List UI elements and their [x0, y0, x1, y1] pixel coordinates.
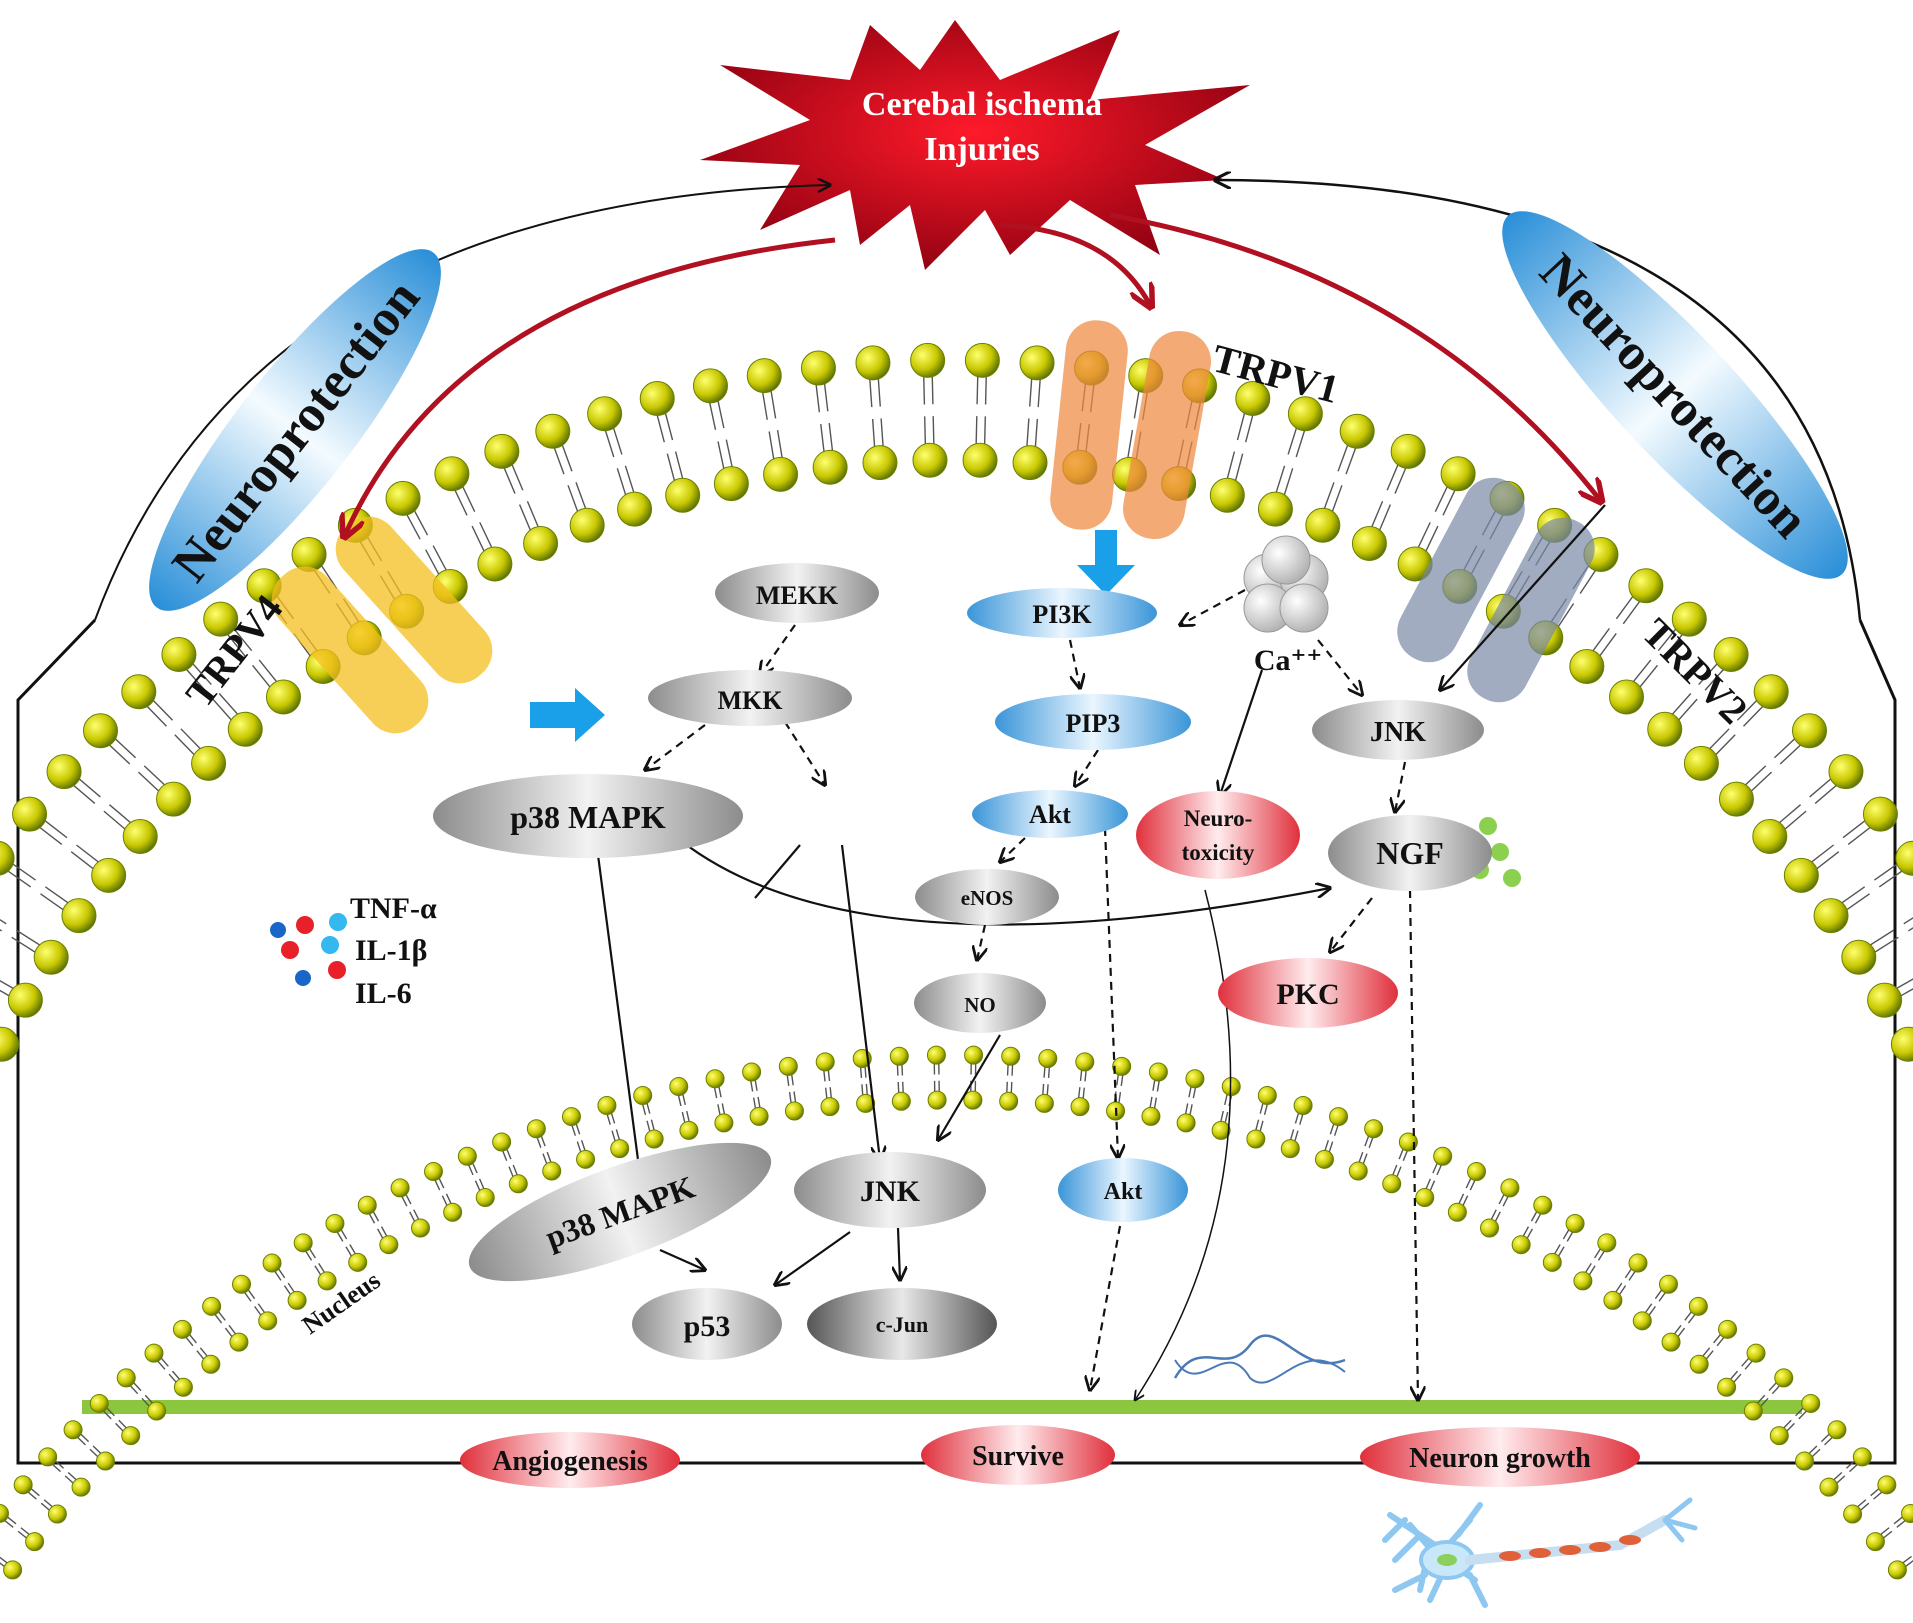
neuroprotection-right: Neuroprotection — [1502, 211, 1848, 579]
arrow-ca-pi3k — [1180, 589, 1246, 625]
svg-text:MEKK: MEKK — [756, 581, 839, 610]
node-neurotoxicity: Neuro- toxicity — [1136, 791, 1300, 879]
trpv1-label: TRPV1 — [1208, 335, 1344, 412]
arrow-no-nucjnk — [938, 1034, 1001, 1140]
arrow-enos-no — [977, 924, 985, 960]
svg-text:Akt: Akt — [1104, 1179, 1143, 1205]
svg-text:Akt: Akt — [1029, 800, 1071, 829]
arrow-nucjnk-cjun — [898, 1227, 900, 1280]
arrow-mekk-mkk — [760, 624, 796, 675]
nuclear-membrane — [0, 1045, 1913, 1580]
arrow-pip3-akt — [1075, 749, 1099, 786]
node-pkc: PKC — [1218, 958, 1398, 1028]
arrow-ca-jnk — [1317, 639, 1362, 695]
svg-text:toxicity: toxicity — [1182, 840, 1255, 865]
red-arrow-trpv1 — [999, 222, 1150, 305]
arrow-akt-enos — [1000, 837, 1026, 862]
arrow-p38-ngf — [679, 839, 1330, 926]
arrow-neurotox-baseline — [1135, 889, 1232, 1400]
red-arrow-trpv4 — [345, 237, 836, 535]
svg-text:p38 MAPK: p38 MAPK — [510, 799, 666, 835]
outcome-survive: Survive — [921, 1425, 1115, 1485]
inhibit-bar — [754, 844, 801, 899]
trpv2-channel — [1397, 477, 1595, 703]
svg-text:Angiogenesis: Angiogenesis — [492, 1446, 648, 1477]
svg-text:Neuro-: Neuro- — [1184, 806, 1253, 831]
arrow-mkk-p38 — [645, 724, 706, 770]
arrow-nucjnk-p53 — [775, 1231, 851, 1285]
svg-text:PIP3: PIP3 — [1066, 709, 1121, 738]
svg-text:MKK: MKK — [718, 686, 784, 715]
svg-text:NO: NO — [964, 993, 996, 1017]
svg-text:JNK: JNK — [860, 1175, 921, 1208]
arrow-pi3k-pip3 — [1068, 639, 1080, 688]
arrow-p38-nucp38 — [596, 854, 640, 1175]
outcome-angiogenesis: Angiogenesis — [460, 1432, 680, 1488]
injury-title-line2: Injuries — [924, 131, 1039, 168]
svg-text:JNK: JNK — [1370, 717, 1426, 748]
arrow-ngf-pkc — [1330, 897, 1373, 952]
injury-title-line1: Cerebal ischema — [862, 86, 1102, 123]
svg-text:c-Jun: c-Jun — [876, 1312, 929, 1337]
red-arrow-trpv2 — [1109, 212, 1600, 500]
node-jnk: JNK — [1312, 700, 1484, 760]
svg-text:eNOS: eNOS — [961, 886, 1014, 910]
dna-icon — [1173, 1334, 1346, 1379]
cell-membrane — [0, 342, 1913, 1062]
arrow-ngf-baseline — [1408, 889, 1418, 1400]
svg-text:Survive: Survive — [972, 1441, 1064, 1472]
cytokine-il6: IL-6 — [355, 977, 412, 1010]
node-pi3k: PI3K — [967, 588, 1157, 638]
arrow-nucakt-baseline — [1090, 1225, 1122, 1390]
node-nuc-akt: Akt — [1058, 1158, 1188, 1222]
cytokine-tnf: TNF-α — [350, 892, 437, 925]
nucleus-label: Nucleus — [297, 1266, 386, 1340]
calcium-label: Ca⁺⁺ — [1254, 644, 1322, 677]
dna-baseline — [82, 1400, 1802, 1414]
arrow-trpv2-jnk — [1440, 504, 1606, 690]
svg-text:PI3K: PI3K — [1032, 600, 1092, 629]
svg-text:PKC: PKC — [1276, 978, 1339, 1011]
cytokine-il1: IL-1β — [355, 934, 427, 967]
node-nuc-jnk: JNK — [794, 1152, 986, 1228]
node-enos: eNOS — [915, 869, 1059, 925]
cytokine-dots — [270, 913, 347, 986]
trpv1-channel — [1050, 320, 1212, 540]
node-ngf: NGF — [1328, 815, 1492, 891]
feedback-arrow-right — [1215, 180, 1862, 621]
node-mkk: MKK — [648, 670, 852, 726]
node-p38-mapk: p38 MAPK — [433, 774, 743, 858]
svg-text:NGF: NGF — [1376, 835, 1444, 871]
injury-starburst — [700, 20, 1250, 270]
arrow-mkk-jnkpath — [784, 721, 825, 785]
node-akt: Akt — [972, 790, 1128, 838]
arrow-ca-neurotox — [1220, 669, 1264, 795]
cyan-arrow-trpv1 — [1077, 530, 1135, 595]
node-no: NO — [914, 973, 1046, 1033]
node-cjun: c-Jun — [807, 1288, 997, 1360]
arrow-nucp38-p53 — [659, 1248, 705, 1270]
trpv4-channel — [271, 516, 493, 734]
arrow-mkk-nucjnk — [840, 844, 880, 1160]
arrow-jnk-ngf — [1395, 761, 1407, 812]
calcium-cluster — [1243, 535, 1329, 633]
outcome-neuron-growth: Neuron growth — [1360, 1427, 1640, 1487]
svg-text:Neuron growth: Neuron growth — [1409, 1443, 1591, 1474]
neuroprotection-right-label: Neuroprotection — [1529, 243, 1820, 549]
cyan-arrow-trpv4 — [530, 688, 605, 742]
node-p53: p53 — [632, 1288, 782, 1360]
node-pip3: PIP3 — [995, 694, 1191, 750]
node-mekk: MEKK — [715, 563, 879, 623]
svg-text:p53: p53 — [684, 1310, 731, 1343]
